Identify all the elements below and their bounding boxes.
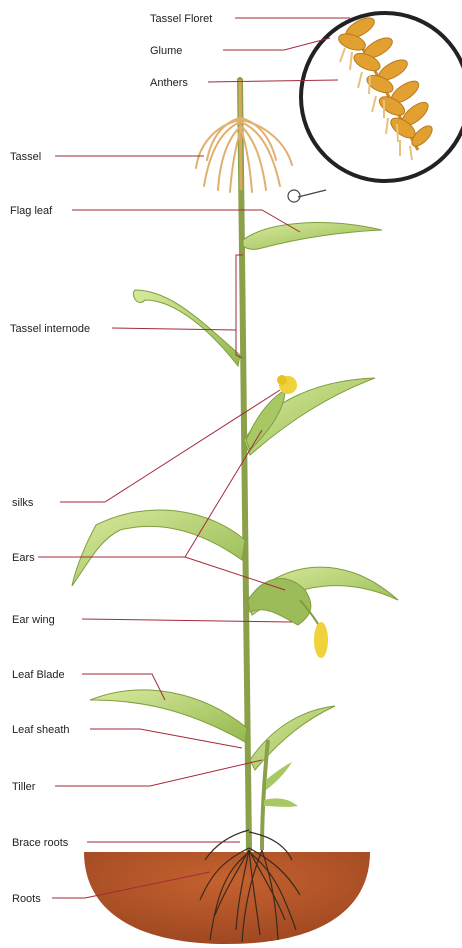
label-tassel: Tassel: [10, 151, 41, 163]
label-tassel-floret: Tassel Floret: [150, 13, 212, 25]
lower-ear: [248, 579, 328, 658]
label-tassel-internode: Tassel internode: [10, 323, 90, 335]
label-roots: Roots: [12, 893, 41, 905]
label-anthers: Anthers: [150, 77, 188, 89]
label-ears: Ears: [12, 552, 35, 564]
leader-lines: [38, 18, 350, 898]
flag-leaf: [243, 223, 382, 250]
label-brace-roots: Brace roots: [12, 837, 69, 849]
tiller: [262, 740, 298, 850]
leaves: [72, 223, 398, 770]
labels: Tassel Floret Glume Anthers Tassel Flag …: [10, 13, 212, 905]
label-glume: Glume: [150, 45, 182, 57]
soil: [84, 852, 370, 944]
label-leaf-sheath: Leaf sheath: [12, 724, 70, 736]
tassel-spike: [240, 80, 241, 190]
label-leaf-blade: Leaf Blade: [12, 669, 65, 681]
label-tiller: Tiller: [12, 781, 36, 793]
label-silks: silks: [12, 497, 34, 509]
label-flag-leaf: Flag leaf: [10, 205, 53, 217]
label-ear-wing: Ear wing: [12, 614, 55, 626]
